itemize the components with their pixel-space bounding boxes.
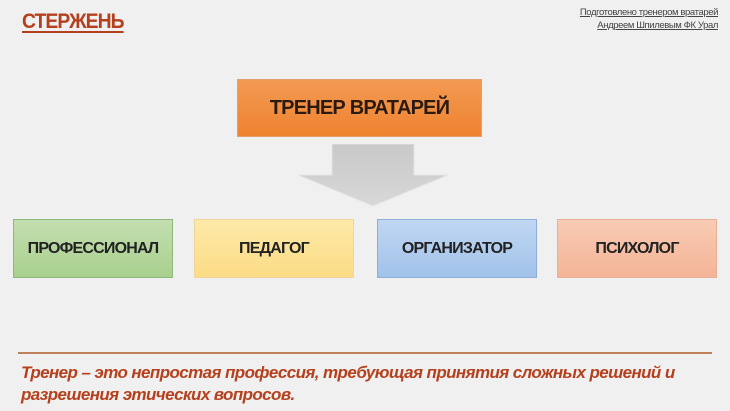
main-role-box: ТРЕНЕР ВРАТАРЕЙ	[237, 79, 482, 137]
credit: Подготовлено тренером вратарей Андреем Ш…	[579, 6, 719, 32]
role-box-organizer: ОРГАНИЗАТОР	[377, 219, 537, 278]
slide-title: СТЕРЖЕНЬ	[22, 10, 125, 33]
note-line: Тренер – это непростая профессия, требую…	[21, 363, 675, 382]
role-box-pedagogue: ПЕДАГОГ	[194, 219, 354, 278]
role-box-professional: ПРОФЕССИОНАЛ	[13, 219, 173, 278]
credit-line: Андреем Шпилевым ФК Урал	[597, 20, 718, 31]
divider	[18, 352, 712, 354]
credit-line: Подготовлено тренером вратарей	[579, 7, 719, 18]
role-box-psychologist: ПСИХОЛОГ	[557, 219, 717, 278]
note-line: разрешения этических вопросов.	[21, 385, 295, 404]
note-text: Тренер – это непростая профессия, требую…	[21, 362, 675, 406]
down-arrow-icon	[297, 144, 449, 207]
